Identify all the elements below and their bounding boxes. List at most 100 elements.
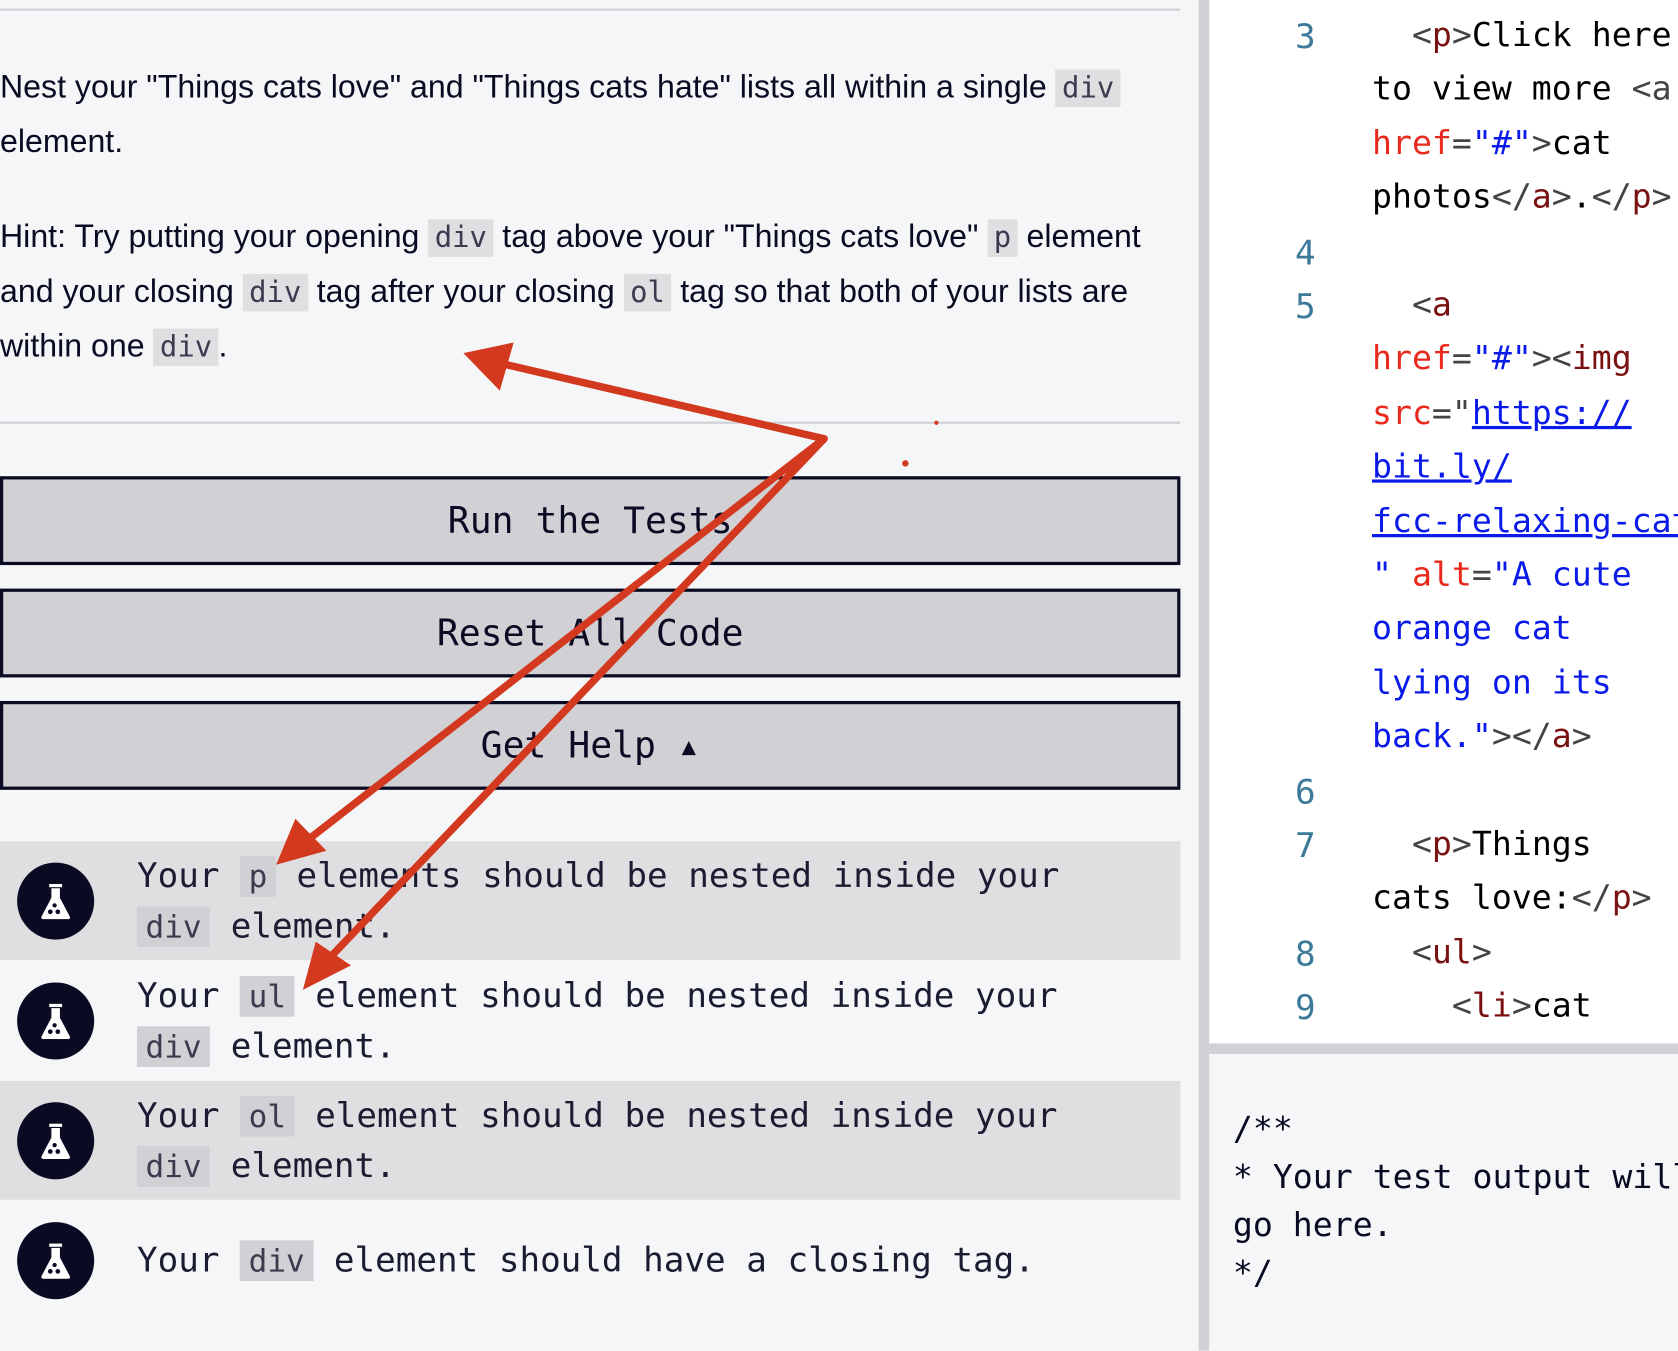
test-item: Your ul element should be nested inside … [0,961,1180,1080]
code-line: " alt="A cute [1372,555,1632,594]
code-token-tag: a [1531,177,1552,217]
text: element. [210,1144,396,1186]
inline-code: div [153,328,219,367]
code-line: <p>Things [1372,825,1592,864]
code-token-tag: a [1431,285,1452,325]
code-token-str: orange cat [1371,609,1572,648]
code-token-tag: img [1571,339,1632,379]
flask-icon [17,981,95,1059]
line-number: 5 [1294,285,1316,327]
code-token-tag: p [1631,177,1652,217]
code-token-br: > [1471,932,1492,972]
code-token-tag: p [1431,16,1452,55]
test-description: Your ol element should be nested inside … [136,1090,1143,1191]
text: elements should be nested inside your [275,854,1060,896]
code-token-tag: li [1471,986,1512,1026]
inline-code: ul [240,975,295,1017]
inline-code: ol [240,1095,295,1137]
code-token-br: < [1371,932,1432,972]
code-line: cats love:</p> [1372,879,1652,918]
code-line: <a [1372,286,1452,325]
code-token-str: "A cute [1491,555,1632,594]
code-line: <ul> [1372,933,1492,972]
flask-icon [17,1221,95,1299]
line-number: 4 [1294,231,1316,273]
test-item: Your ol element should be nested inside … [0,1080,1181,1200]
code-token-url: fcc-relaxing-cat.jpg [1371,501,1678,541]
code-line: photos</a>.</p> [1372,178,1672,217]
inline-code: div [1055,69,1121,108]
test-item: Your div element should have a closing t… [0,1201,1180,1320]
code-token-br: = [1451,123,1472,163]
code-token-br: > [1631,879,1652,918]
code-token-tag: ul [1431,932,1472,972]
pane-separator[interactable] [1209,1043,1678,1055]
text: . [218,328,228,364]
text: element. [210,904,396,946]
text: Nest your "Things cats love" and "Things… [0,69,1056,105]
code-token-br: > [1451,825,1472,864]
text: tag after your closing [307,273,624,310]
console-text: /** * Your test output will go here. */ [1232,1109,1678,1293]
code-token-br: < [1371,825,1432,864]
code-token-br: = [1471,555,1492,594]
instruction-text: Nest your "Things cats love" and "Things… [0,61,1177,169]
code-token-br: </ [1571,879,1612,918]
code-token-txt: cat [1531,986,1592,1026]
code-token-br: >< [1531,339,1572,379]
code-token-attr: src [1371,393,1432,433]
inline-code: div [136,1145,211,1187]
line-number: 8 [1294,932,1316,974]
reset-code-button[interactable]: Reset All Code [0,588,1181,678]
inline-code: div [136,1025,211,1067]
text: tag above your "Things cats love" [493,219,988,255]
code-token-str: "#" [1471,123,1532,163]
text: Your [136,1094,241,1135]
line-number: 3 [1294,16,1316,57]
test-description: Your ul element should be nested inside … [136,970,1143,1071]
text: element should be nested inside your [294,1094,1058,1135]
inline-code: div [240,1240,314,1282]
code-token-attr: href [1371,123,1452,163]
text: element and your closing [0,219,1141,310]
test-description: Your p elements should be nested inside … [136,850,1143,951]
code-token-str: back." [1371,717,1492,756]
test-item: Your p elements should be nested inside … [0,841,1181,960]
inline-code: ol [623,273,672,312]
code-token-br: <a [1631,69,1672,109]
code-token-br: ></ [1491,717,1552,756]
divider [0,8,1181,11]
text: tag so that both of your lists are withi… [0,273,1129,364]
inline-code: div [428,219,494,257]
test-output-console: /** * Your test output will go here. */ [1209,1054,1678,1351]
code-token-str: lying on its [1371,663,1612,702]
get-help-button[interactable]: Get Help ▴ [0,700,1181,790]
code-line: bit.ly/ [1372,448,1512,487]
run-tests-button[interactable]: Run the Tests [0,476,1181,566]
line-number: 7 [1294,825,1316,866]
line-number: 9 [1294,986,1316,1028]
code-token-tag: p [1611,879,1632,918]
code-token-br: =" [1431,393,1472,433]
text: element should be nested inside your [294,974,1058,1016]
code-token-attr: href [1371,339,1452,379]
code-token-br: > [1551,177,1572,217]
code-token-txt: cat [1551,123,1612,163]
text: element. [210,1024,396,1066]
code-line: to view more <a [1372,70,1672,109]
text: Hint: Try putting your opening [0,219,429,255]
divider [0,421,1181,424]
text: Your [136,1239,241,1280]
code-line: <p>Click here [1372,16,1672,55]
pane-resizer[interactable] [1180,0,1210,1351]
code-token-br: > [1651,177,1672,217]
inline-code: div [136,905,211,947]
flask-icon [17,862,95,940]
code-line: fcc-relaxing-cat.jpg [1372,501,1678,540]
code-token-br: < [1371,285,1432,325]
code-line: lying on its [1372,663,1612,702]
inline-code: div [242,273,308,312]
code-token-br: </ [1591,177,1632,217]
code-token-attr: alt [1411,555,1472,594]
